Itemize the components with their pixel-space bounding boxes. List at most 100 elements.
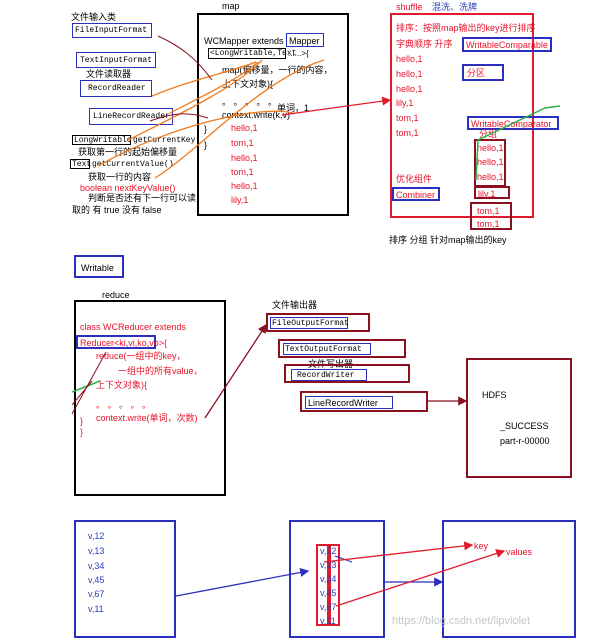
- text-input-format-box: TextInputFormat: [76, 52, 156, 68]
- reduce-all-values: 一组中的所有value，: [118, 366, 203, 376]
- reduce-context-write: context.write(单词，次数): [96, 413, 198, 423]
- map-signature: map(偏移量，一行的内容，: [222, 65, 333, 75]
- grouping-label: 分组: [479, 129, 498, 139]
- text-output-format-label: TextOutputFormat: [285, 345, 362, 354]
- middle-item-0: v,12: [320, 546, 337, 556]
- lily-box: lily,1: [474, 186, 510, 199]
- input-class-label: 文件输入类: [71, 12, 117, 22]
- next-desc-line1: 判断是否还有下一行可以读: [88, 193, 197, 203]
- map-generics-tail: ......>{: [288, 49, 309, 58]
- hdfs-title: HDFS: [482, 390, 507, 400]
- line-record-writer-label: LineRecordWriter: [308, 398, 378, 408]
- shuffle-sorted-4: tom,1: [396, 113, 419, 123]
- group-item-1: hello,1: [477, 157, 504, 167]
- middle-values-column: [327, 544, 340, 626]
- shuffle-dict-order: 字典顺序 升序: [396, 39, 453, 49]
- shuffle-sorted-5: tom,1: [396, 128, 419, 138]
- values-list-4: v,67: [88, 589, 105, 599]
- shuffle-sorted-1: hello,1: [396, 69, 423, 79]
- map-close-2: }: [204, 140, 208, 150]
- reader-label: 文件读取器: [86, 69, 132, 79]
- shuffle-sorted-3: lily,1: [396, 98, 414, 108]
- shuffle-footer: 排序 分组 针对map输出的key: [389, 235, 507, 245]
- text-type-label: Text: [72, 160, 92, 169]
- record-reader-box: RecordReader: [80, 80, 152, 97]
- values-list-2: v,34: [88, 561, 105, 571]
- get-key-desc: 获取第一行的起始偏移量: [78, 147, 178, 157]
- partition-label: 分区: [467, 68, 486, 78]
- map-generics-box: <LongWritable,Text: [208, 48, 296, 59]
- orange-curve-3: [127, 59, 263, 141]
- tom-box: tom,1 tom,1: [470, 202, 512, 230]
- middle-item-2: v,34: [320, 574, 337, 584]
- next-key-value: boolean nextKeyValue(): [80, 183, 176, 193]
- reduce-close-2: }: [80, 427, 84, 437]
- group-item-2: hello,1: [477, 172, 504, 182]
- record-writer-inner: RecordWriter: [291, 369, 367, 381]
- file-output-format-label: FileOutputFormat: [272, 319, 349, 328]
- shuffle-sort-desc: 排序：按照map输出的key进行排序: [396, 23, 536, 33]
- file-input-format-box: FileInputFormat: [72, 23, 152, 38]
- orange-curve-5: [154, 59, 325, 179]
- reduce-signature: reduce(一组中的key，: [96, 351, 186, 361]
- tom-item-0: tom,1: [477, 206, 500, 216]
- middle-panel: [289, 520, 385, 638]
- writable-comparable-box: WritableComparable: [462, 37, 552, 52]
- middle-item-3: v,45: [320, 588, 337, 598]
- partition-box: 分区: [462, 64, 504, 81]
- text-type-box: Text: [70, 159, 92, 169]
- reduce-close-1: }: [80, 416, 84, 426]
- shuffle-panel: [390, 13, 534, 218]
- hdfs-part: part-r-00000: [500, 436, 550, 446]
- map-close-1: }: [204, 124, 208, 134]
- values-list-3: v,45: [88, 575, 105, 585]
- reduce-bracket-strokes: [71, 351, 107, 415]
- reduce-title: reduce: [102, 290, 130, 300]
- map-output-3: tom,1: [231, 167, 254, 177]
- long-writable-box: LongWritable: [72, 135, 132, 145]
- values-list-panel: [74, 520, 176, 638]
- reducer-generics-box: Reducer<ki,vi,ko,vo>{: [76, 335, 167, 349]
- reducer-generics: Reducer<ki,vi,ko,vo>{: [80, 338, 168, 348]
- dark-curve-2: [149, 113, 209, 122]
- values-list-5: v,11: [88, 604, 104, 614]
- map-title: map: [222, 1, 240, 11]
- get-current-key: getCurrentKey: [133, 136, 196, 145]
- text-output-format-box: TextOutputFormat: [278, 339, 406, 358]
- values-list-0: v,12: [88, 531, 105, 541]
- reduce-dots: 。 。 。 。 。: [96, 400, 152, 410]
- key-arrow: [323, 541, 474, 563]
- shuffle-subtitle: 混洗、洗牌: [432, 2, 478, 12]
- line-record-writer-box: LineRecordWriter: [300, 391, 428, 412]
- map-word-count: 单词，1: [277, 103, 310, 113]
- values-label: values: [506, 547, 533, 557]
- middle-key-column: [316, 544, 331, 626]
- watermark: https://blog.csdn.net/lipviolet: [392, 615, 531, 627]
- map-context-write: context.write(k,v): [222, 110, 291, 120]
- values-to-middle-arrow: [175, 567, 310, 597]
- output-label: 文件输出器: [272, 300, 318, 310]
- record-writer-box: RecordWriter: [284, 364, 410, 383]
- map-class-decl: WCMapper extends: [204, 36, 284, 46]
- get-current-value: getCurrentValue(): [92, 160, 174, 169]
- orange-curve-4: [97, 110, 294, 167]
- middle-item-4: v,67: [320, 602, 337, 612]
- hdfs-panel: [466, 358, 572, 478]
- map-output-0: hello,1: [231, 123, 258, 133]
- shuffle-sorted-2: hello,1: [396, 84, 423, 94]
- key-label: key: [474, 541, 489, 551]
- optimization-label: 优化组件: [396, 174, 433, 184]
- dark-curve-1: [157, 35, 213, 81]
- values-arrow: [335, 549, 506, 607]
- mapper-label: Mapper: [289, 36, 320, 46]
- mapper-box: Mapper: [286, 33, 324, 47]
- writable-comparable-label: WritableComparable: [466, 40, 548, 50]
- map-context-obj: 上下文对象){: [222, 79, 274, 89]
- record-writer-label: RecordWriter: [297, 371, 355, 380]
- long-writable-label: LongWritable: [74, 136, 132, 145]
- next-desc-line2: 取的 有 true 没有 false: [72, 205, 162, 215]
- file-input-format-label: FileInputFormat: [75, 26, 148, 35]
- writable-label: Writable: [81, 263, 114, 273]
- line-record-writer-inner: LineRecordWriter: [305, 396, 393, 409]
- shuffle-sorted-0: hello,1: [396, 54, 423, 64]
